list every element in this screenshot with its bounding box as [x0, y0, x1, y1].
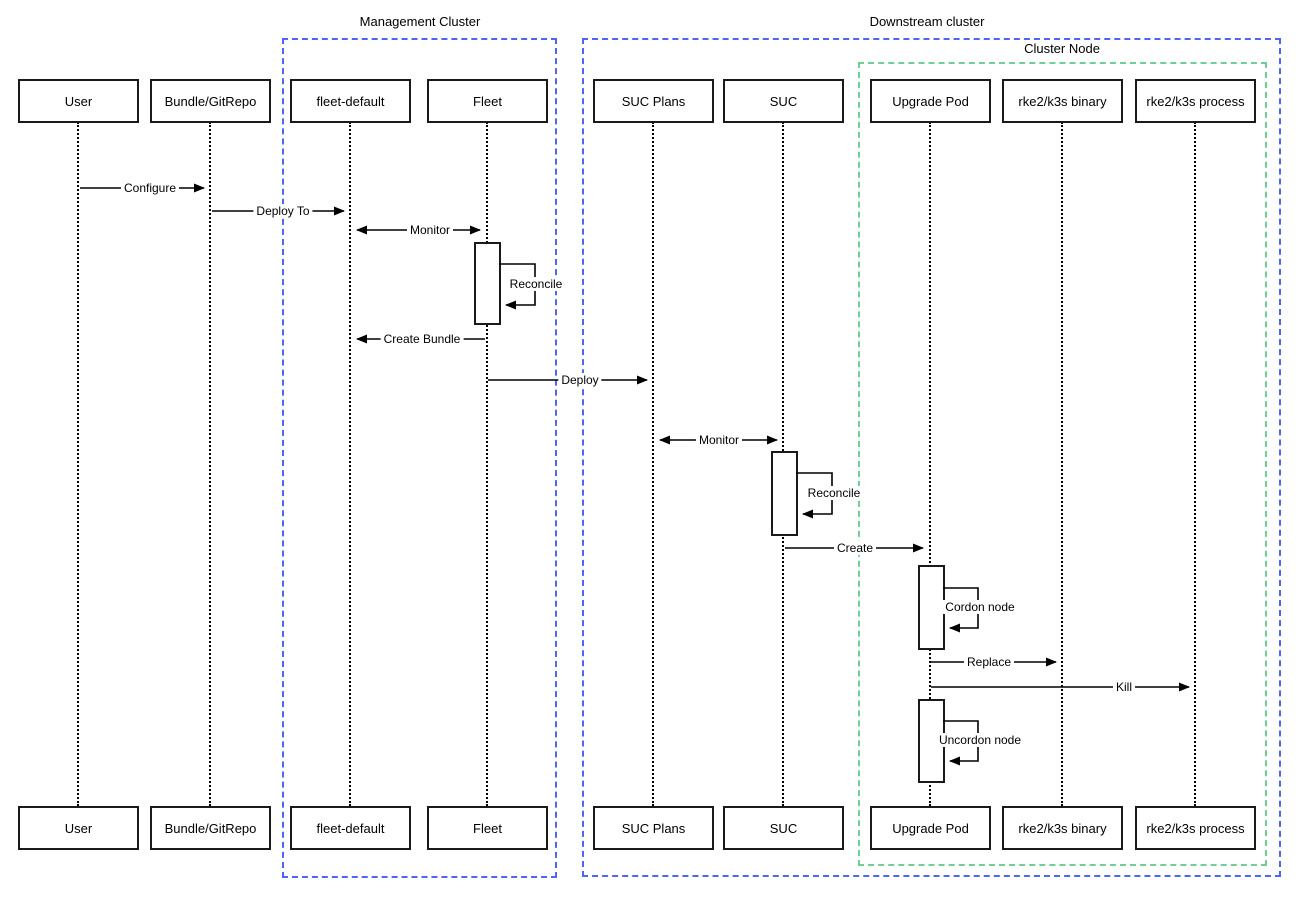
message-label-create-bundle: Create Bundle: [380, 332, 464, 346]
message-label-deploy: Deploy: [558, 373, 602, 387]
cluster-node-boundary: [858, 62, 1267, 866]
lifeline-suc-plans: [652, 122, 654, 806]
message-label-deploy-to: Deploy To: [253, 204, 313, 218]
actor-fleet-default-bottom: fleet-default: [290, 806, 411, 850]
lifeline-rke2-k3s-binary: [1061, 122, 1063, 806]
actor-suc-plans-bottom: SUC Plans: [593, 806, 714, 850]
downstream-cluster-title: Downstream cluster: [866, 14, 988, 29]
actor-suc-bottom: SUC: [723, 806, 844, 850]
message-label-uncordon-node: Uncordon node: [935, 733, 1025, 747]
actor-bundle-gitrepo-bottom: Bundle/GitRepo: [150, 806, 271, 850]
actor-suc-top: SUC: [723, 79, 844, 123]
message-label-replace: Replace: [963, 655, 1015, 669]
actor-fleet-default-top: fleet-default: [290, 79, 411, 123]
actor-user-bottom: User: [18, 806, 139, 850]
message-label-monitor-fleet: Monitor: [406, 223, 454, 237]
actor-upgrade-pod-bottom: Upgrade Pod: [870, 806, 991, 850]
lifeline-bundle-gitrepo: [209, 122, 211, 806]
message-label-kill: Kill: [1112, 680, 1136, 694]
actor-rke2-k3s-process-bottom: rke2/k3s process: [1135, 806, 1256, 850]
message-label-reconcile-suc: Reconcile: [804, 486, 864, 500]
actor-rke2-k3s-process-top: rke2/k3s process: [1135, 79, 1256, 123]
actor-user-top: User: [18, 79, 139, 123]
lifeline-upgrade-pod: [929, 122, 931, 806]
downstream-cluster-boundary: [582, 38, 1281, 877]
message-label-cordon-node: Cordon node: [942, 600, 1018, 614]
lifeline-fleet: [486, 122, 488, 806]
message-label-configure: Configure: [120, 181, 180, 195]
management-cluster-title: Management Cluster: [356, 14, 484, 29]
activation-fleet: [474, 242, 501, 325]
lifeline-fleet-default: [349, 122, 351, 806]
actor-rke2-k3s-binary-top: rke2/k3s binary: [1002, 79, 1123, 123]
lifeline-rke2-k3s-process: [1194, 122, 1196, 806]
actor-suc-plans-top: SUC Plans: [593, 79, 714, 123]
actor-bundle-gitrepo-top: Bundle/GitRepo: [150, 79, 271, 123]
cluster-node-title: Cluster Node: [1021, 41, 1103, 56]
actor-rke2-k3s-binary-bottom: rke2/k3s binary: [1002, 806, 1123, 850]
actor-upgrade-pod-top: Upgrade Pod: [870, 79, 991, 123]
actor-fleet-top: Fleet: [427, 79, 548, 123]
actor-fleet-bottom: Fleet: [427, 806, 548, 850]
message-label-reconcile-fleet: Reconcile: [506, 277, 566, 291]
activation-upgrade-pod-1: [918, 565, 945, 650]
message-label-monitor-suc: Monitor: [695, 433, 743, 447]
message-label-create: Create: [833, 541, 877, 555]
activation-suc: [771, 451, 798, 536]
management-cluster-boundary: [282, 38, 557, 878]
lifeline-user: [77, 122, 79, 806]
